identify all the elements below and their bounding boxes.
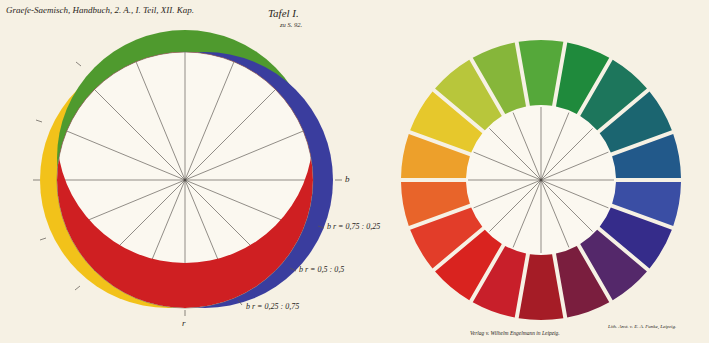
spoke [185,89,276,180]
spoke [185,62,234,180]
hue-segment [612,134,681,178]
spoke [489,128,541,180]
hue-segment [556,246,609,318]
color-letter: r [182,319,186,328]
red-crescent [57,7,313,308]
spoke [474,180,541,208]
hue-segment [519,254,564,320]
spoke [541,152,608,180]
publisher-note: Verlag v. Wilhelm Engelmann in Leipzig. [470,331,560,337]
tick-marks [33,62,342,316]
spoke [185,131,303,180]
spoke [541,180,542,253]
hue-segment [519,40,564,106]
spoke [57,180,185,181]
hue-segment [401,182,470,226]
spoke [136,62,185,180]
spoke [541,107,542,180]
ratio-label: b r = 0,5 : 0,5 [299,266,344,274]
spoke [489,180,541,232]
hue-segment [473,42,526,114]
printer-note: Lith. Anst. v. E. A. Funke, Leipzig. [608,324,676,329]
spoke [541,128,593,180]
wheel-center [466,105,616,255]
spoke [94,89,185,180]
spoke [185,180,313,181]
ratio-label: b r = 0,25 : 0,75 [246,303,299,311]
spoke [541,180,569,247]
spoke [513,113,541,180]
page-reference: zu S. 92. [280,22,302,29]
spoke [185,52,186,180]
color-wheel [401,40,681,320]
color-letter: b [345,175,350,184]
header-note: Graefe-Saemisch, Handbuch, 2. A., I. Tei… [6,6,194,15]
crescent-diagram [33,7,342,316]
ratio-label: b r = 0,75 : 0,25 [327,223,380,231]
spoke [468,180,541,181]
plate-title: Tafel I. [268,8,299,19]
spoke [67,131,185,180]
spoke [541,180,593,232]
spoke [541,180,614,181]
